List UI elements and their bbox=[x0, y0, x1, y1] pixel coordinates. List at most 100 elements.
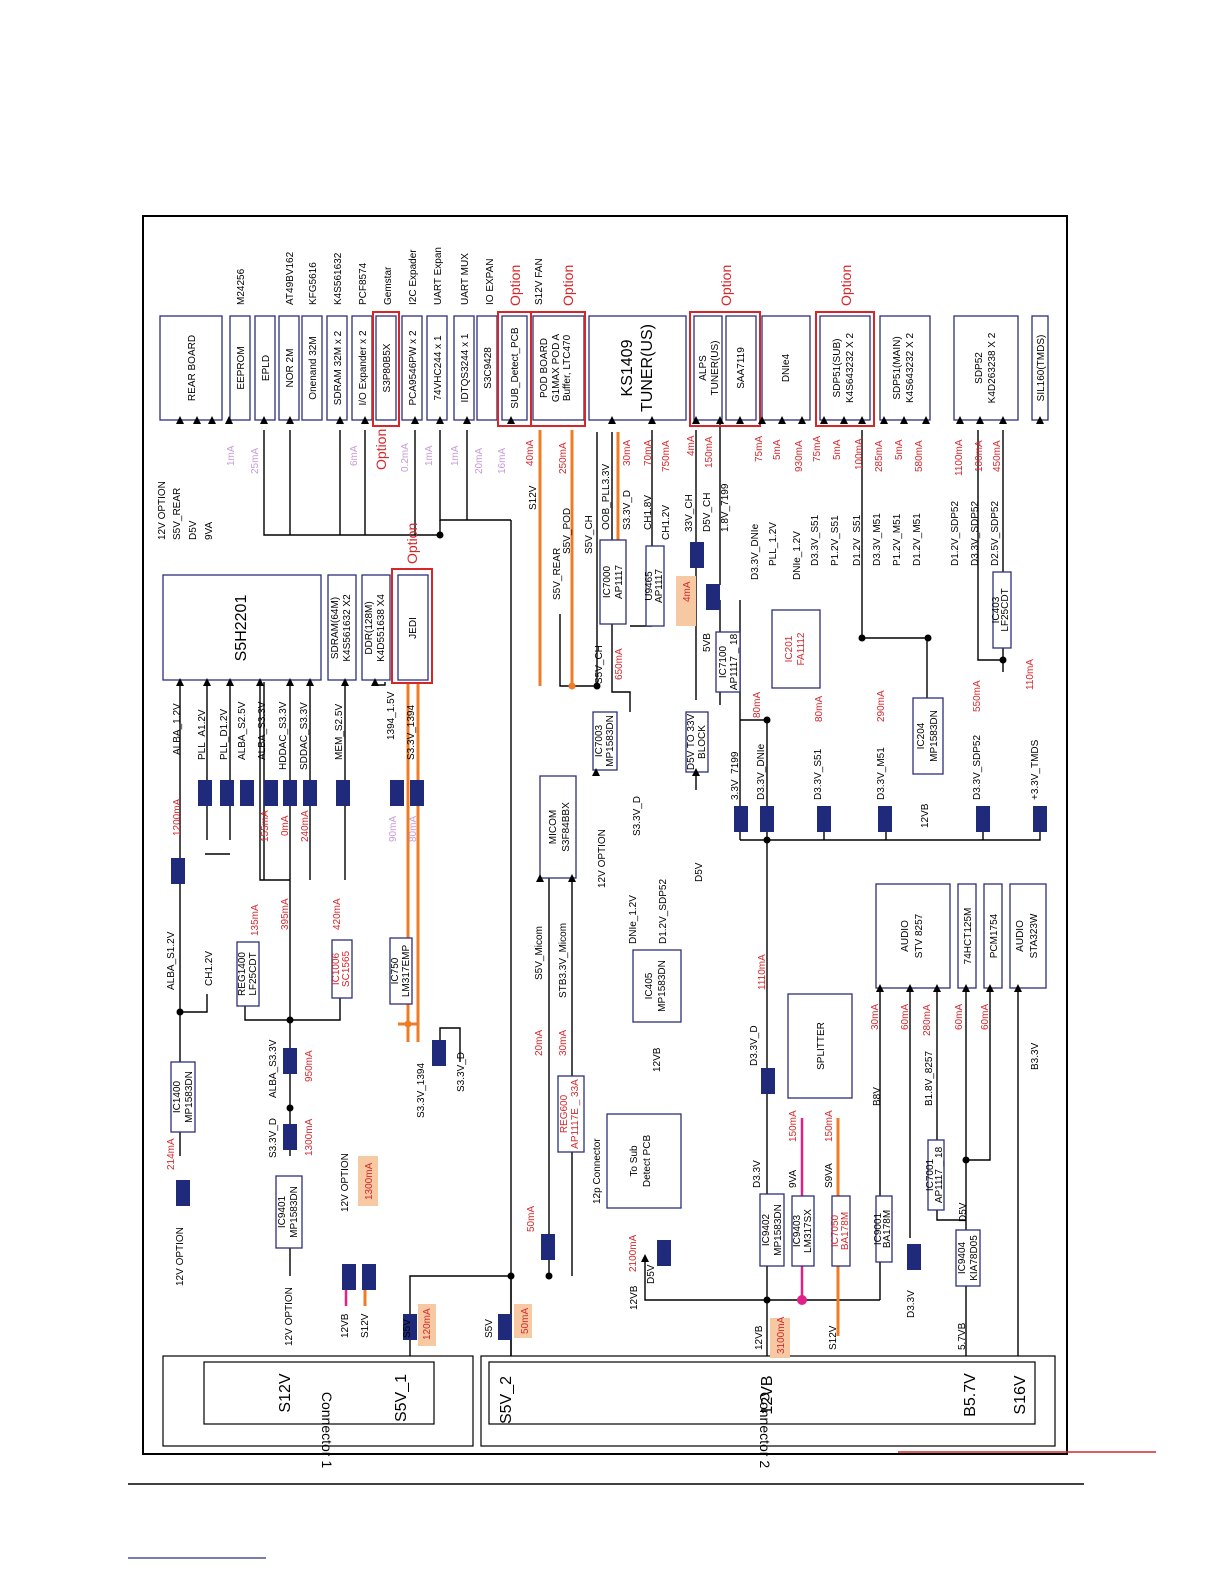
rail-label: DNIe_1.2V bbox=[792, 531, 803, 580]
ks1409-label: KS1409 bbox=[619, 339, 636, 396]
connector-2-pin: S5V_2 bbox=[498, 1376, 515, 1424]
current-label: 50mA bbox=[520, 1308, 531, 1334]
ic405-label: IC405 bbox=[644, 972, 655, 999]
rail-label: 1394_1.5V bbox=[386, 691, 397, 740]
ic9404-part: KIA78D05 bbox=[969, 1235, 980, 1281]
eeprom-label: EEPROM bbox=[236, 346, 247, 389]
ic405-part: MP1583DN bbox=[657, 960, 668, 1012]
rail-labels: 12V OPTION S5V_REAR D5V 9VA ALBA_1.2V PL… bbox=[157, 464, 1041, 1350]
rail-label: S12V bbox=[828, 1325, 839, 1350]
74hct125m-label: 74HCT125M bbox=[963, 908, 974, 965]
current-label: 930mA bbox=[794, 440, 805, 472]
rail-label: 12V OPTION bbox=[157, 481, 168, 540]
epld-label: EPLD bbox=[261, 355, 272, 381]
ferrite-beads bbox=[171, 542, 1047, 1340]
current-label: 60mA bbox=[900, 1004, 911, 1030]
current-label: 155mA bbox=[260, 810, 271, 842]
rail-label: 5VB bbox=[702, 633, 713, 652]
ic9001-label: IC9001 bbox=[873, 1212, 884, 1245]
reg1400-label: REG1400 bbox=[237, 952, 248, 996]
rail-label: PLL_1.2V bbox=[768, 522, 779, 566]
ic7003-label: IC7003 bbox=[594, 724, 605, 757]
rail-label: 5.7VB bbox=[957, 1322, 968, 1350]
current-label: 60mA bbox=[954, 1004, 965, 1030]
rail-label: 33V_CH bbox=[684, 494, 695, 532]
rail-label: 12V OPTION bbox=[175, 1227, 186, 1286]
current-label: 1110mA bbox=[757, 954, 768, 990]
rail-label: 12VB bbox=[340, 1313, 351, 1338]
splitter-label: SPLITTER bbox=[816, 1022, 827, 1070]
rail-label: ALBA_S2.5V bbox=[237, 701, 248, 760]
ic7100-label: IC7100 bbox=[718, 645, 729, 678]
ic7050-label: IC7050 bbox=[830, 1214, 841, 1247]
rail-label: 12V OPTION bbox=[597, 829, 608, 888]
current-label: 450mA bbox=[992, 440, 1003, 472]
current-label: 40mA bbox=[525, 440, 536, 466]
current-label: 100mA bbox=[974, 440, 985, 472]
ic201-part: FA1112 bbox=[796, 632, 807, 665]
current-label: 135mA bbox=[250, 904, 261, 936]
sub-detect-label: SUB_Detect_PCB bbox=[510, 327, 521, 408]
current-label: 30mA bbox=[870, 1004, 881, 1030]
current-label: 1300mA bbox=[364, 1162, 375, 1200]
current-label: 1200mA bbox=[172, 798, 183, 836]
rail-label: S12V bbox=[528, 485, 539, 510]
top-label: UART Expan bbox=[433, 247, 444, 305]
rail-label: 9VA bbox=[204, 522, 215, 540]
rail-label: D1.2V_SDP52 bbox=[950, 501, 961, 566]
junctions bbox=[176, 531, 1007, 1305]
current-label: 150mA bbox=[788, 1110, 799, 1142]
option-label: Option bbox=[560, 265, 576, 306]
rail-label: 12p Connector bbox=[592, 1138, 603, 1204]
ic204-label: IC204 bbox=[916, 722, 927, 749]
rail-label: D2.5V_SDP52 bbox=[990, 501, 1001, 566]
rail-label: D3.3V bbox=[752, 1160, 763, 1188]
rail-label: D5V bbox=[694, 862, 705, 882]
s3c9428-label: S3C9428 bbox=[483, 347, 494, 389]
current-label: 120mA bbox=[422, 1308, 433, 1340]
connector-2: Connector 2 S5V_2 12VB B5.7V S16V bbox=[480, 1355, 1056, 1468]
rail-label: D3.3V_M51 bbox=[876, 747, 887, 800]
ic1400-label: IC1400 bbox=[172, 1080, 183, 1113]
rail-label: PLL_D1.2V bbox=[219, 709, 230, 760]
current-label: 30mA bbox=[622, 440, 633, 466]
ic1006-label: IC1006 bbox=[331, 952, 342, 985]
top-label: K4S561632 bbox=[333, 252, 344, 305]
ic9401-part: MP1583DN bbox=[289, 1186, 300, 1238]
sdp51-sub-part: K4S643232 X 2 bbox=[845, 333, 856, 403]
to-sub-label: To Sub bbox=[629, 1145, 640, 1177]
current-label: 4mA bbox=[686, 435, 697, 456]
rail-label: D5V_CH bbox=[702, 493, 713, 532]
current-label: 214mA bbox=[166, 1138, 177, 1170]
top-label: Gemstar bbox=[383, 266, 394, 305]
u9465-part: AP1117 bbox=[654, 569, 665, 604]
rail-label: B8V bbox=[872, 1087, 883, 1106]
current-label: 950mA bbox=[304, 1050, 315, 1082]
rail-label: S5V bbox=[402, 1319, 413, 1338]
current-labels: 1mA 25mA 6mA 0.2mA 1mA 1mA 20mA 16mA 40m… bbox=[166, 435, 1036, 1354]
rail-label: 12VB bbox=[652, 1047, 663, 1072]
current-label: 75mA bbox=[754, 436, 765, 462]
ic9402-label: IC9402 bbox=[761, 1213, 772, 1246]
rail-label: HDDAC_S3.3V bbox=[278, 701, 289, 770]
d5v-block-sub: BLOCK bbox=[697, 725, 708, 759]
connector-2-pin: B5.7V bbox=[962, 1373, 979, 1417]
rail-label: D3.3V_SDP52 bbox=[970, 501, 981, 566]
ic1006-part: SC1565 bbox=[341, 950, 352, 987]
current-label: 290mA bbox=[876, 690, 887, 722]
sdram-main-label: SDRAM(64M) bbox=[330, 597, 341, 659]
rail-label: D5V bbox=[958, 1202, 969, 1222]
ic204-part: MP1583DN bbox=[929, 710, 940, 762]
rail-label: S3.3V_1394 bbox=[406, 705, 417, 760]
pod-board-label: POD BOARD bbox=[539, 338, 550, 398]
rail-label: ALBA_1.2V bbox=[172, 703, 183, 755]
current-label: 280mA bbox=[922, 1004, 933, 1036]
current-label: 6mA bbox=[349, 445, 360, 466]
top-label: UART MUX bbox=[460, 253, 471, 305]
rail-label: S3.3V_D bbox=[456, 1052, 467, 1092]
rail-label: D5V bbox=[646, 1264, 657, 1284]
nor-label: NOR 2M bbox=[285, 349, 296, 388]
rail-label: S5V_POD bbox=[562, 508, 573, 554]
rail-label: STB3.3V_Micom bbox=[558, 923, 569, 998]
rear-board-label: REAR BOARD bbox=[187, 335, 198, 401]
